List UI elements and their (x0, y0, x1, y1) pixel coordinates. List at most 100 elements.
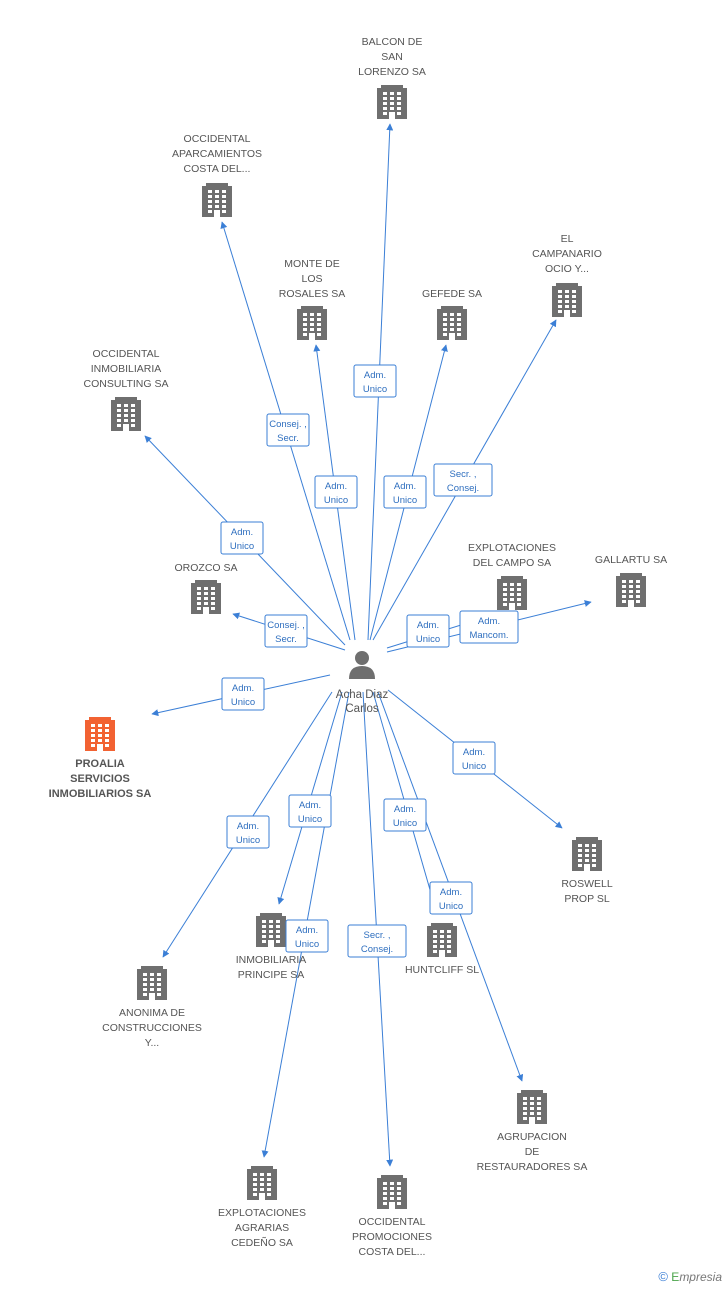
relation-label-box (226, 815, 270, 849)
relation-role-text: Adm.Unico (295, 925, 319, 950)
building-icon (437, 306, 467, 340)
company-name-line: MONTE DE (284, 258, 339, 270)
copyright-symbol: © (658, 1269, 668, 1284)
company-name-line: OCIO Y... (545, 263, 589, 275)
relation-role-text: Adm.Mancom. (469, 616, 508, 641)
relation-role-text-line: Consej. (447, 483, 479, 494)
relation-label-explot-campo[interactable]: Adm.Unico (406, 614, 450, 648)
relation-label-anonima[interactable]: Adm.Unico (226, 815, 270, 849)
company-name-line: CEDEÑO SA (231, 1236, 293, 1249)
relation-role-text-line: Unico (231, 697, 255, 708)
relation-role-text: Adm.Unico (236, 821, 260, 846)
company-node-gallartu[interactable]: GALLARTU SA (595, 554, 667, 607)
relation-label-box (288, 794, 332, 828)
relation-role-text: Adm. Unico (324, 481, 348, 506)
building-icon (137, 966, 167, 1000)
relation-label-roswell[interactable]: Adm.Unico (452, 741, 496, 775)
relation-role-text: Adm.Unico (416, 620, 440, 645)
focus-company-name-line: PROALIA (75, 758, 125, 770)
relation-label-balcon[interactable]: Adm.Unico (353, 364, 397, 398)
relation-label-agrupacion[interactable]: Adm. Unico (429, 881, 473, 915)
relation-label-orozco[interactable]: Consej. ,Secr. (264, 614, 308, 648)
relation-role-text-line: Unico (416, 634, 440, 645)
brand-footer[interactable]: © Empresia (658, 1269, 722, 1284)
relation-label-focus[interactable]: Adm. Unico (221, 677, 265, 711)
company-name-line: SAN (381, 51, 403, 63)
relation-role-text-line: Secr. , (450, 469, 477, 480)
relation-role-text: Adm. Unico (393, 481, 417, 506)
building-icon (85, 717, 115, 751)
relation-role-text: Adm.Unico (462, 747, 486, 772)
relation-role-text-line: Unico (393, 495, 417, 506)
relation-label-occ-aparc[interactable]: Consej. ,Secr. (266, 413, 310, 447)
building-icon (297, 306, 327, 340)
company-name-line: DE (525, 1146, 540, 1158)
company-name-line: RESTAURADORES SA (477, 1161, 588, 1173)
relation-label-explot-agrarias[interactable]: Adm.Unico (285, 919, 329, 953)
company-name-line: AGRARIAS (235, 1222, 289, 1234)
relation-label-box (221, 677, 265, 711)
relation-label-box (433, 463, 493, 497)
relation-label-huntcliff[interactable]: Adm.Unico (383, 798, 427, 832)
relation-role-text-line: Unico (298, 814, 322, 825)
building-icon (552, 283, 582, 317)
relation-label-box (429, 881, 473, 915)
company-name-line: INMOBILIARIA (91, 363, 162, 375)
relation-role-text: Adm. Unico (231, 683, 255, 708)
relation-label-gefede[interactable]: Adm. Unico (383, 475, 427, 509)
building-icon (572, 837, 602, 871)
company-node-huntcliff[interactable]: HUNTCLIFF SL (405, 923, 479, 976)
relation-label-box (220, 521, 264, 555)
relation-role-text-line: Unico (439, 901, 463, 912)
building-icon (256, 913, 286, 947)
relation-role-text-line: Secr. (277, 433, 299, 444)
relation-label-principe[interactable]: Adm.Unico (288, 794, 332, 828)
building-icon (202, 183, 232, 217)
relation-role-text-line: Adm. (325, 481, 347, 492)
company-name-line: HUNTCLIFF SL (405, 964, 479, 976)
person-icon (349, 651, 375, 679)
building-icon (497, 576, 527, 610)
relation-role-text-line: Adm. (394, 481, 416, 492)
company-name-line: PRINCIPE SA (238, 969, 305, 981)
company-name-line: EXPLOTACIONES (468, 542, 556, 554)
company-name-line: LOS (301, 273, 322, 285)
relation-label-box (347, 924, 407, 958)
relation-label-box (459, 610, 519, 644)
relation-role-text: Adm.Unico (298, 800, 322, 825)
relation-label-campanario[interactable]: Secr. , Consej. (433, 463, 493, 497)
relation-label-box (285, 919, 329, 953)
relation-label-occ-inmob[interactable]: Adm.Unico (220, 521, 264, 555)
company-name-line: CAMPANARIO (532, 248, 602, 260)
company-name: HUNTCLIFF SL (405, 964, 479, 976)
relation-role-text-line: Adm. (231, 527, 253, 538)
relation-label-gallartu[interactable]: Adm.Mancom. (459, 610, 519, 644)
relation-label-occ-promo[interactable]: Secr. ,Consej. (347, 924, 407, 958)
company-node-orozco[interactable]: OROZCO SA (174, 562, 238, 614)
relation-role-text-line: Mancom. (469, 630, 508, 641)
company-name-line: OROZCO SA (174, 562, 237, 574)
company-node-gefede[interactable]: GEFEDE SA (422, 288, 482, 340)
relation-label-monte[interactable]: Adm. Unico (314, 475, 358, 509)
relation-role-text-line: Adm. (440, 887, 462, 898)
building-icon (427, 923, 457, 957)
relation-role-text-line: Adm. (232, 683, 254, 694)
relation-role-text-line: Unico (324, 495, 348, 506)
